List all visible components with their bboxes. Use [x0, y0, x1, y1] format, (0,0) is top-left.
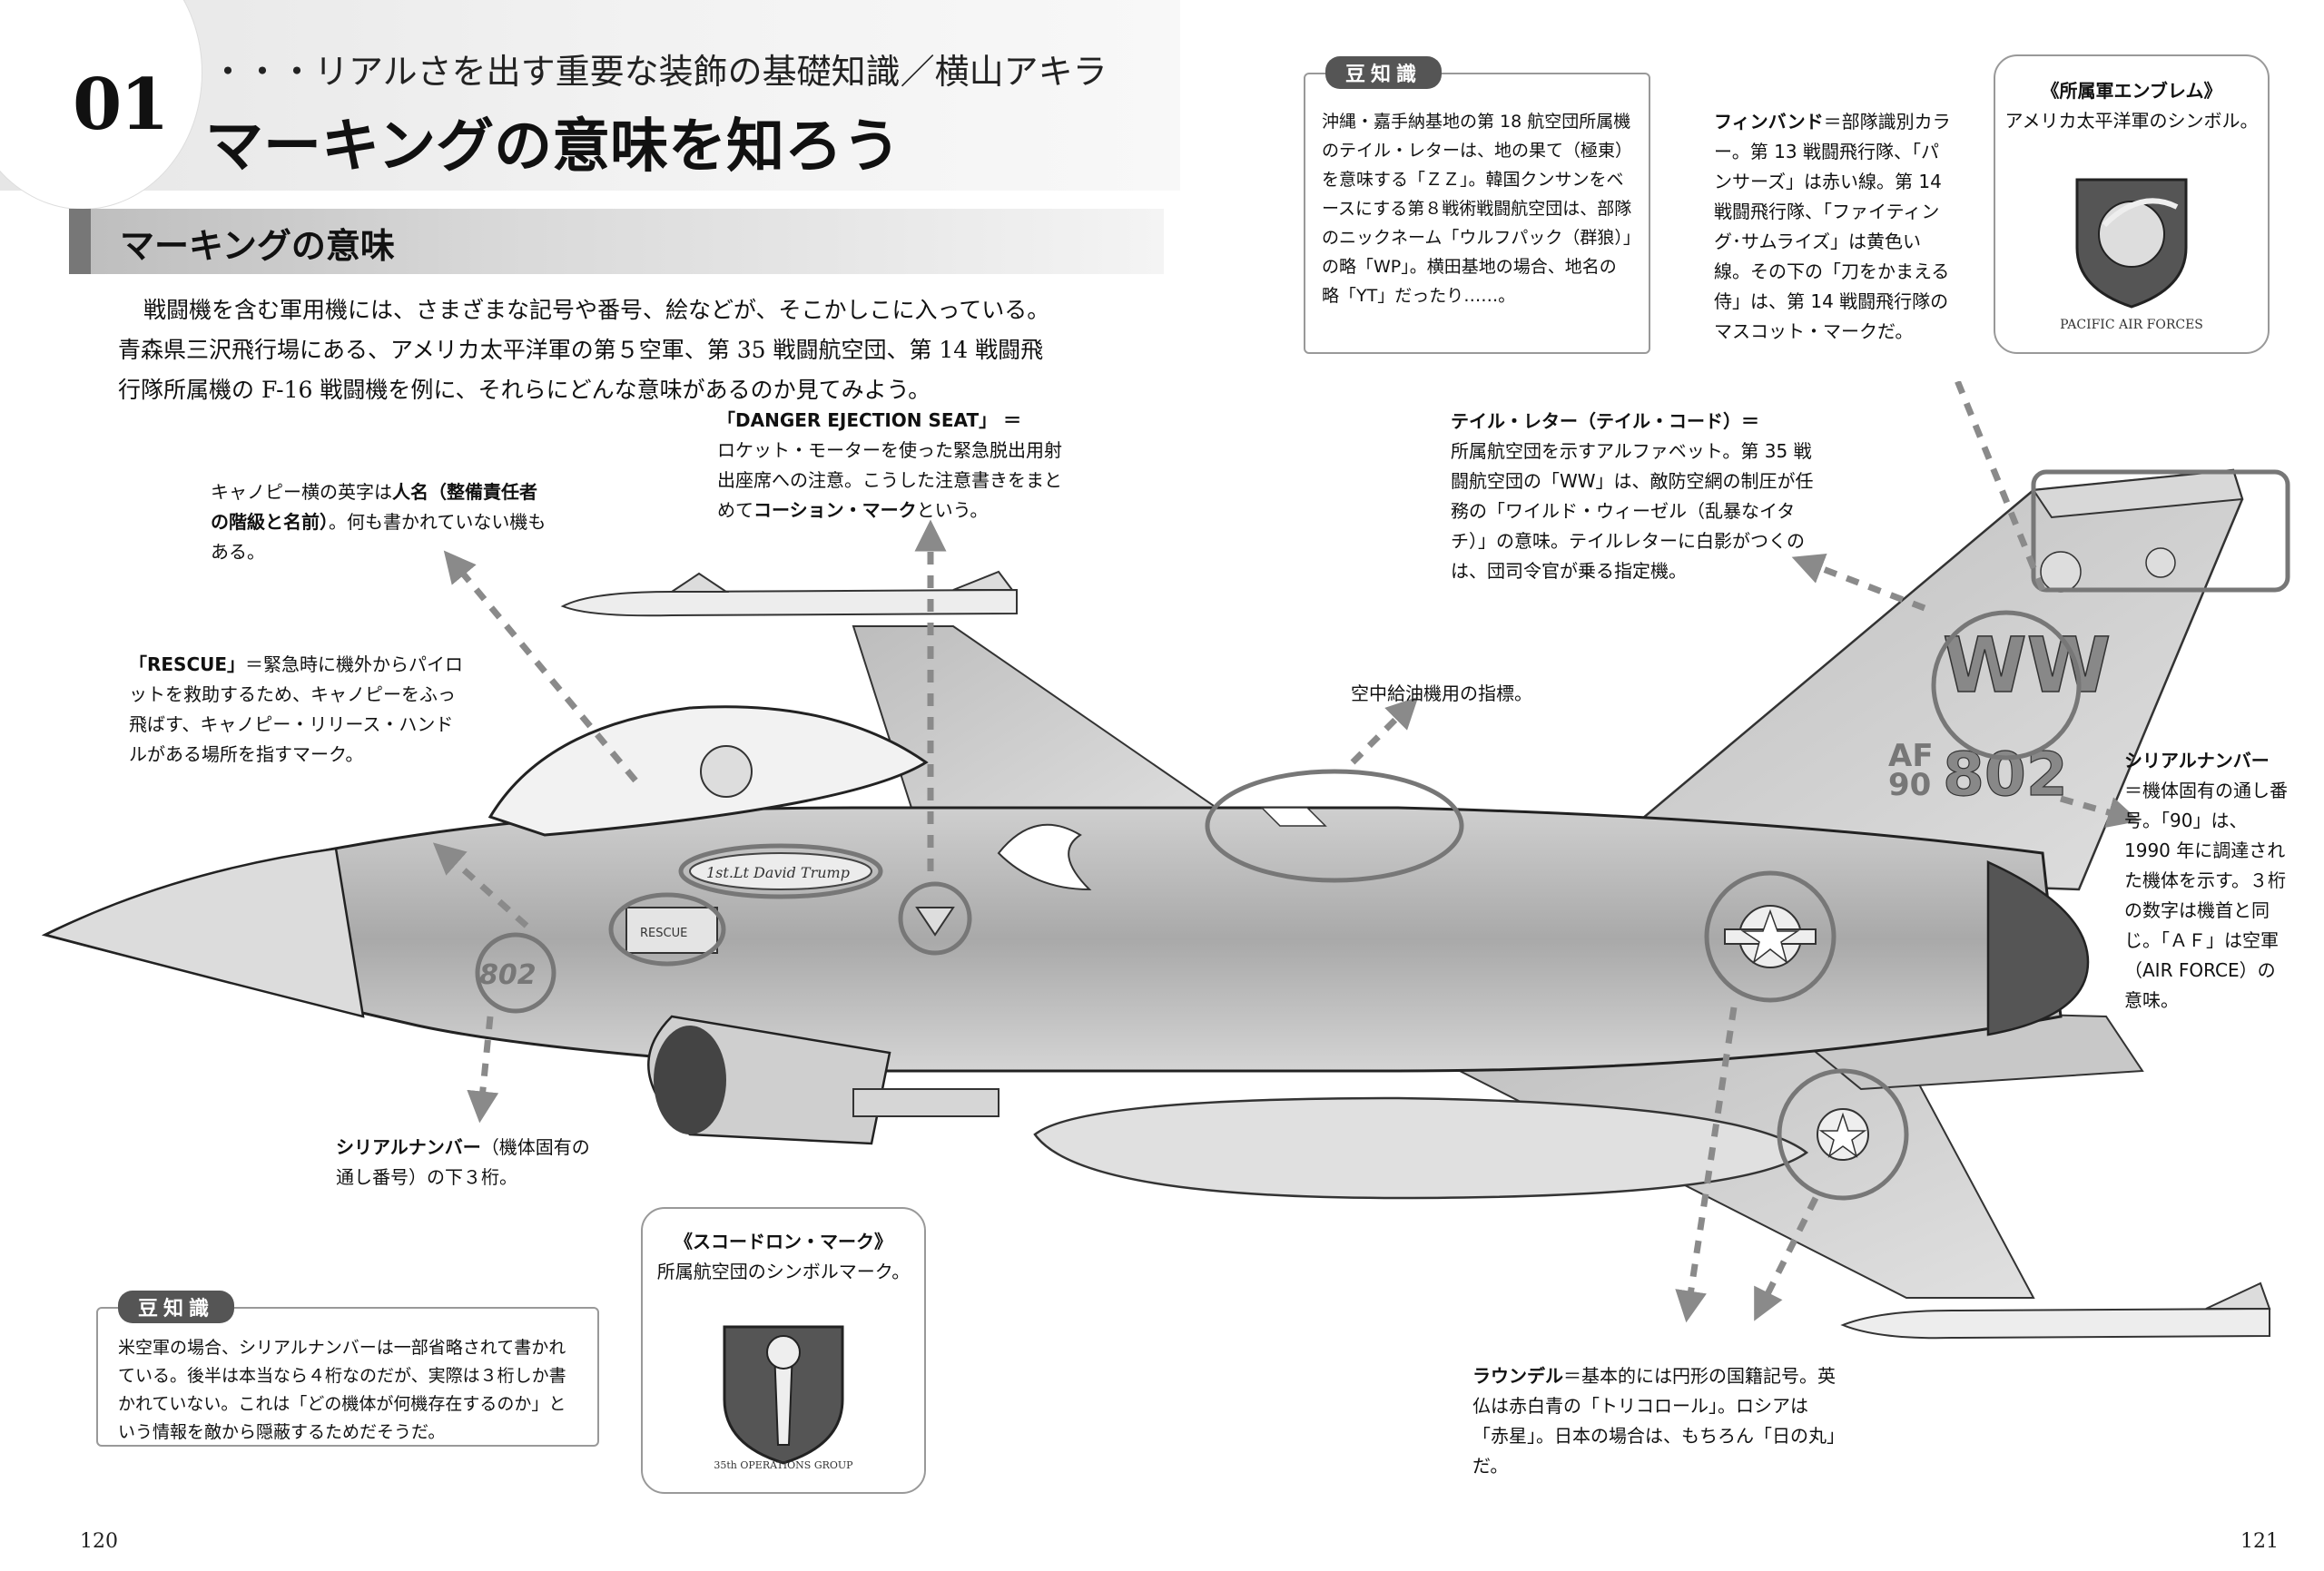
trivia-body: 米空軍の場合、シリアルナンバーは一部省略されて書かれている。後半は本当なら４桁な…	[118, 1338, 566, 1442]
trivia-tab: 豆知識	[1325, 56, 1443, 89]
exhaust	[1986, 860, 2090, 1036]
chapter-subtitle: ・・・リアルさを出す重要な装飾の基礎知識／横山アキラ	[211, 52, 1108, 92]
callout-rescue: 「RESCUE」＝緊急時に機外からパイロットを救助するため、キャノピーをふっ飛ば…	[129, 650, 465, 770]
callout-emphasis: 人名（整備責任者の階級と名前）	[211, 481, 537, 533]
callout-title: シリアルナンバー	[336, 1136, 481, 1158]
callout-pilot-name: キャノピー横の英字は人名（整備責任者の階級と名前）。何も書かれていない機もある。	[211, 477, 547, 567]
roundel-fuselage-icon	[1724, 905, 1817, 968]
page-number-left: 120	[80, 1530, 118, 1553]
page-title: マーキングの意味を知ろう	[205, 113, 901, 181]
tail-number: 802	[1943, 740, 2068, 810]
tail-year: 90	[1888, 767, 1931, 803]
callout-roundel: ラウンデル＝基本的には円形の国籍記号。英仏は赤白青の「トリコロール」。ロシアは「…	[1472, 1361, 1836, 1481]
callout-body: ＝機体固有の通し番号。「90」は、1990 年に調達された機体を示す。３桁の数字…	[2124, 780, 2288, 1011]
callout-body: ロケット・モーターを使った緊急脱出用射出座席への注意。こうした注意書きをまとめて	[717, 439, 1062, 521]
callout-body: 所属航空団を示すアルファベット。第 35 戦闘航空団の「WW」は、敵防空網の制圧…	[1451, 440, 1814, 582]
callout-pre: キャノピー横の英字は	[211, 481, 392, 503]
callout-title: フィンバンド	[1714, 111, 1824, 133]
box-title: 《所属軍エンブレム》	[2041, 80, 2222, 102]
callout-serial-tail: シリアルナンバー ＝機体固有の通し番号。「90」は、1990 年に調達された機体…	[2124, 746, 2288, 1016]
callout-fin-band: フィンバンド＝部隊識別カラー。第 13 戦闘飛行隊、「パンサーズ」は赤い線。第 …	[1714, 107, 1955, 347]
callout-title: シリアルナンバー	[2124, 750, 2270, 771]
callout-danger-ejection-seat: 「DANGER EJECTION SEAT」 ＝ ロケット・モーターを使った緊急…	[717, 406, 1067, 525]
section-bar-accent	[69, 209, 91, 274]
callout-tail-letter: テイル・レター（テイル・コード）＝ 所属航空団を示すアルファベット。第 35 戦…	[1451, 407, 1814, 586]
trivia-box-bottom: 豆知識 米空軍の場合、シリアルナンバーは一部省略されて書かれている。後半は本当な…	[96, 1291, 599, 1447]
squadron-emblem-icon: 35th OPERATIONS GROUP	[714, 1325, 853, 1471]
canopy-name: 1st.Lt David Trump	[706, 864, 850, 881]
roundel-wing-icon	[1817, 1108, 1869, 1161]
box-body: アメリカ太平洋軍のシンボル。	[2004, 110, 2259, 132]
callout-title: 「RESCUE」	[129, 653, 246, 675]
callout-tail: 。何も書かれていない機もある。	[211, 511, 547, 563]
chapter-number: 01	[73, 64, 170, 146]
rescue-label: RESCUE	[640, 927, 687, 940]
section-bar	[69, 209, 1164, 274]
fuel-tank	[1033, 1096, 1809, 1200]
emblem-text: 35th OPERATIONS GROUP	[714, 1459, 853, 1471]
section-title: マーキングの意味	[120, 226, 395, 266]
squadron-mark-box: 《スコードロン・マーク》 所属航空団のシンボルマーク。 35th OPERATI…	[641, 1207, 926, 1494]
page-number-right: 121	[2240, 1530, 2279, 1553]
callout-title: ラウンデル	[1472, 1365, 1563, 1387]
bottom-missile	[1840, 1281, 2271, 1340]
callout-emphasis: コーション・マーク	[753, 499, 917, 521]
callout-refuel: 空中給油機用の指標。	[1351, 682, 1532, 704]
trivia-box-top: 豆知識 沖縄・嘉手納基地の第 18 航空団所属機のテイル・レターは、地の果て（極…	[1304, 56, 1650, 354]
emblem-text: PACIFIC AIR FORCES	[2060, 318, 2203, 332]
pacific-air-forces-emblem-icon: PACIFIC AIR FORCES	[2060, 178, 2203, 332]
callout-tail: という。	[916, 499, 989, 521]
top-missile	[560, 570, 1018, 617]
box-body: 所属航空団のシンボルマーク。	[656, 1261, 911, 1282]
callout-title: 「DANGER EJECTION SEAT」 ＝	[717, 409, 1022, 431]
callout-body: （機体固有の通し番号）の下３桁。	[336, 1136, 590, 1188]
callout-title: テイル・レター（テイル・コード）＝	[1451, 410, 1759, 432]
f16-illustration: WW AF 90 802 802 1st.Lt David Trump RESC…	[41, 381, 2290, 1340]
tail-code: WW	[1943, 621, 2111, 710]
callout-body: ＝部隊識別カラー。第 13 戦闘飛行隊、「パンサーズ」は赤い線。第 14 戦闘飛…	[1714, 111, 1951, 342]
trivia-body: 沖縄・嘉手納基地の第 18 航空団所属機のテイル・レターは、地の果て（極東）を意…	[1322, 112, 1633, 306]
tail-af: AF	[1888, 738, 1934, 774]
intro-paragraph: 戦闘機を含む軍用機には、さまざまな記号や番号、絵などが、そこかしこに入っている。…	[118, 297, 1050, 403]
trivia-tab: 豆知識	[118, 1291, 235, 1323]
nose-number: 802	[479, 959, 537, 991]
callout-serial-nose: シリアルナンバー（機体固有の通し番号）の下３桁。	[336, 1133, 599, 1193]
callout-body: ＝基本的には円形の国籍記号。英仏は赤白青の「トリコロール」。ロシアは「赤星」。日…	[1472, 1365, 1836, 1477]
fuselage	[41, 806, 2063, 1073]
callout-body: ＝緊急時に機外からパイロットを救助するため、キャノピーをふっ飛ばす、キャノピー・…	[129, 653, 464, 765]
box-title: 《スコードロン・マーク》	[675, 1231, 892, 1252]
service-emblem-box: 《所属軍エンブレム》 アメリカ太平洋軍のシンボル。 PACIFIC AIR FO…	[1994, 54, 2270, 354]
